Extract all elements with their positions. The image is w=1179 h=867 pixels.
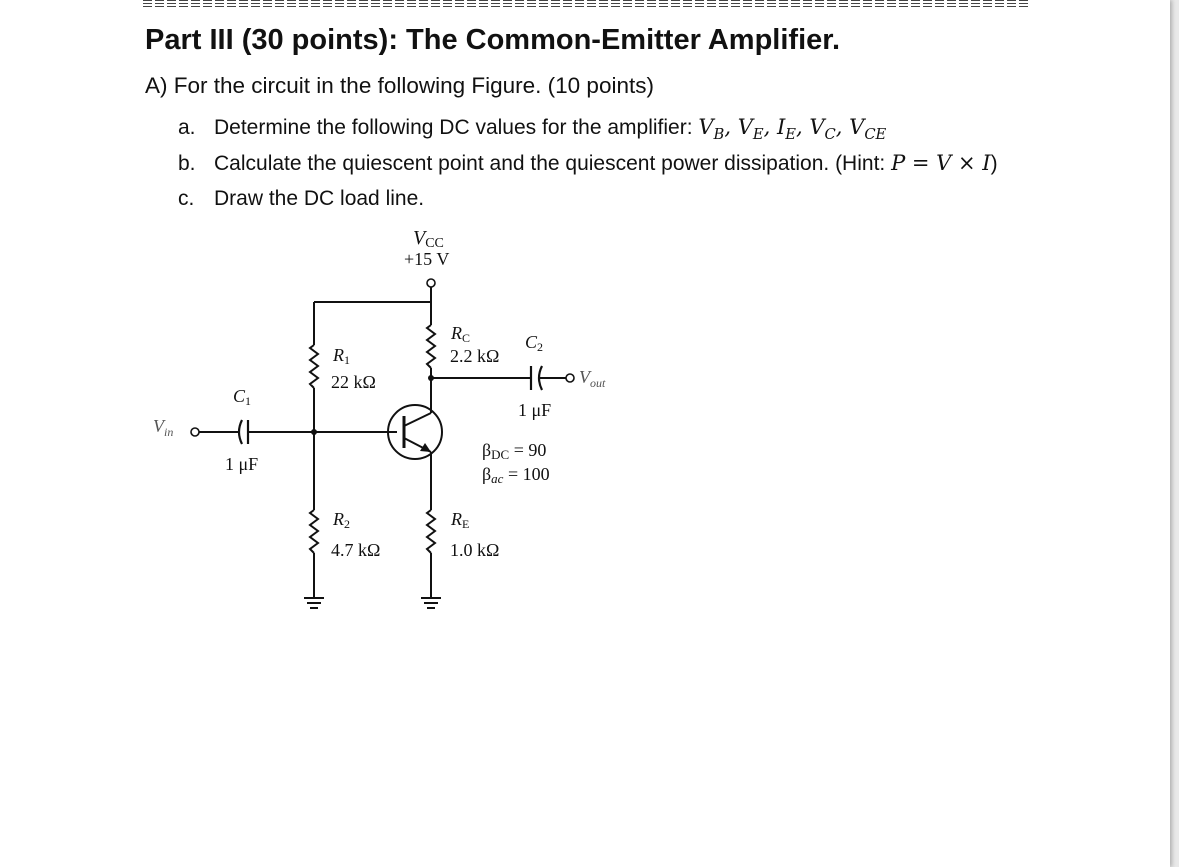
emitter-arrow — [420, 443, 431, 452]
item-marker: b. — [178, 152, 196, 175]
r2-ground-icon — [304, 597, 324, 609]
vin-terminal — [190, 427, 200, 437]
r2-value: 4.7 kΩ — [331, 540, 380, 560]
re-ground-icon — [421, 597, 441, 609]
vcc-value: +15 V — [404, 249, 449, 269]
item-suffix: ) — [990, 152, 998, 175]
beta-dc-label: βDC = 90 — [482, 440, 546, 462]
transistor-body — [387, 404, 443, 460]
transistor-collector — [403, 412, 432, 427]
re-resistor — [425, 509, 437, 554]
page-title: Part III (30 points): The Common-Emitter… — [145, 24, 840, 56]
item-text: Draw the DC load line. — [214, 187, 425, 210]
top-dashed-rule — [143, 0, 1030, 8]
r1-resistor — [308, 344, 320, 389]
vcc-terminal — [426, 278, 436, 288]
vin-label: Vin — [153, 416, 173, 439]
c1-label: C1 — [233, 386, 251, 408]
re-label: RE — [450, 509, 469, 531]
item-marker: a. — [178, 116, 196, 139]
r1-label: R1 — [332, 345, 350, 367]
item-math-power: P = V × I — [891, 151, 991, 175]
vout-label: Vout — [579, 367, 606, 390]
item-text: Determine the following DC values for th… — [214, 116, 699, 139]
question-item-b: b. Calculate the quiescent point and the … — [178, 151, 998, 176]
item-text: Calculate the quiescent point and the qu… — [214, 152, 892, 175]
beta-ac-label: βac = 100 — [482, 464, 550, 486]
c2-label: C2 — [525, 332, 543, 354]
r2-label: R2 — [332, 509, 350, 531]
question-item-a: a. Determine the following DC values for … — [178, 115, 886, 143]
vout-terminal — [565, 373, 575, 383]
question-item-c: c. Draw the DC load line. — [178, 187, 424, 211]
c2-value: 1 μF — [518, 400, 551, 420]
item-math-dc-values: VB, VE, IE, VC, VCE — [698, 115, 887, 144]
r1-value: 22 kΩ — [331, 372, 376, 392]
c1-plate-left — [237, 419, 243, 445]
c1-value: 1 μF — [225, 454, 258, 474]
re-value: 1.0 kΩ — [450, 540, 499, 560]
rc-resistor — [425, 324, 437, 369]
item-marker: c. — [178, 187, 195, 210]
rc-value: 2.2 kΩ — [450, 346, 499, 366]
part-a-heading: A) For the circuit in the following Figu… — [145, 73, 654, 98]
rc-label: RC — [450, 323, 470, 345]
vcc-label: VCC — [413, 227, 444, 251]
r2-resistor — [308, 509, 320, 554]
